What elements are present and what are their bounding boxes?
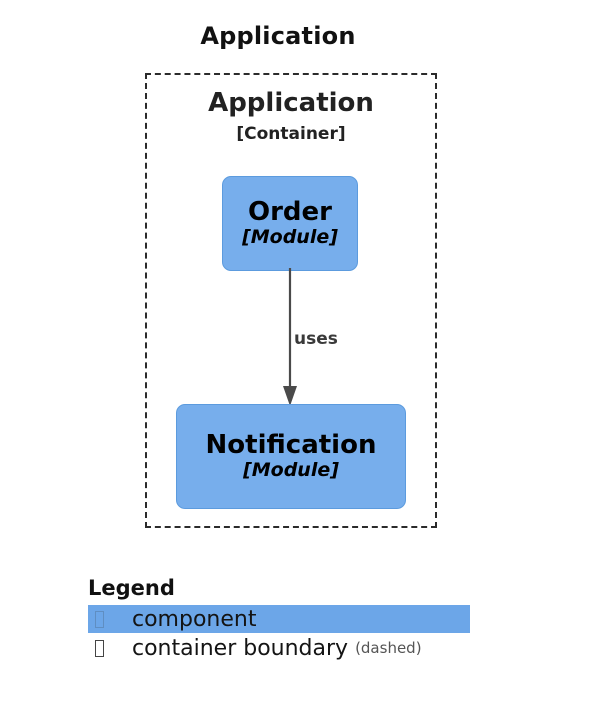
container-type-label: [Container] <box>236 124 346 144</box>
legend-item-container-boundary: container boundary (dashed) <box>88 634 470 662</box>
module-notification-type: [Module] <box>243 459 339 482</box>
legend-item-component-label: component <box>132 606 257 632</box>
diagram-title: Application <box>200 22 356 50</box>
legend-title: Legend <box>88 576 175 600</box>
missing-glyph-box-icon <box>88 610 110 628</box>
module-notification[interactable]: Notification [Module] <box>176 404 406 509</box>
relationship-arrow-uses <box>283 268 297 406</box>
legend-item-container-boundary-label: container boundary <box>132 635 349 661</box>
module-notification-name: Notification <box>205 430 377 461</box>
container-boundary <box>145 73 437 528</box>
legend-item-component: component <box>88 605 470 633</box>
module-order[interactable]: Order [Module] <box>222 176 358 271</box>
module-order-name: Order <box>248 197 332 228</box>
module-order-type: [Module] <box>242 226 338 249</box>
legend-item-container-boundary-note: (dashed) <box>355 639 422 657</box>
container-name-label: Application <box>208 88 374 118</box>
relationship-label-uses: uses <box>294 329 338 349</box>
missing-glyph-box-icon <box>88 639 110 657</box>
